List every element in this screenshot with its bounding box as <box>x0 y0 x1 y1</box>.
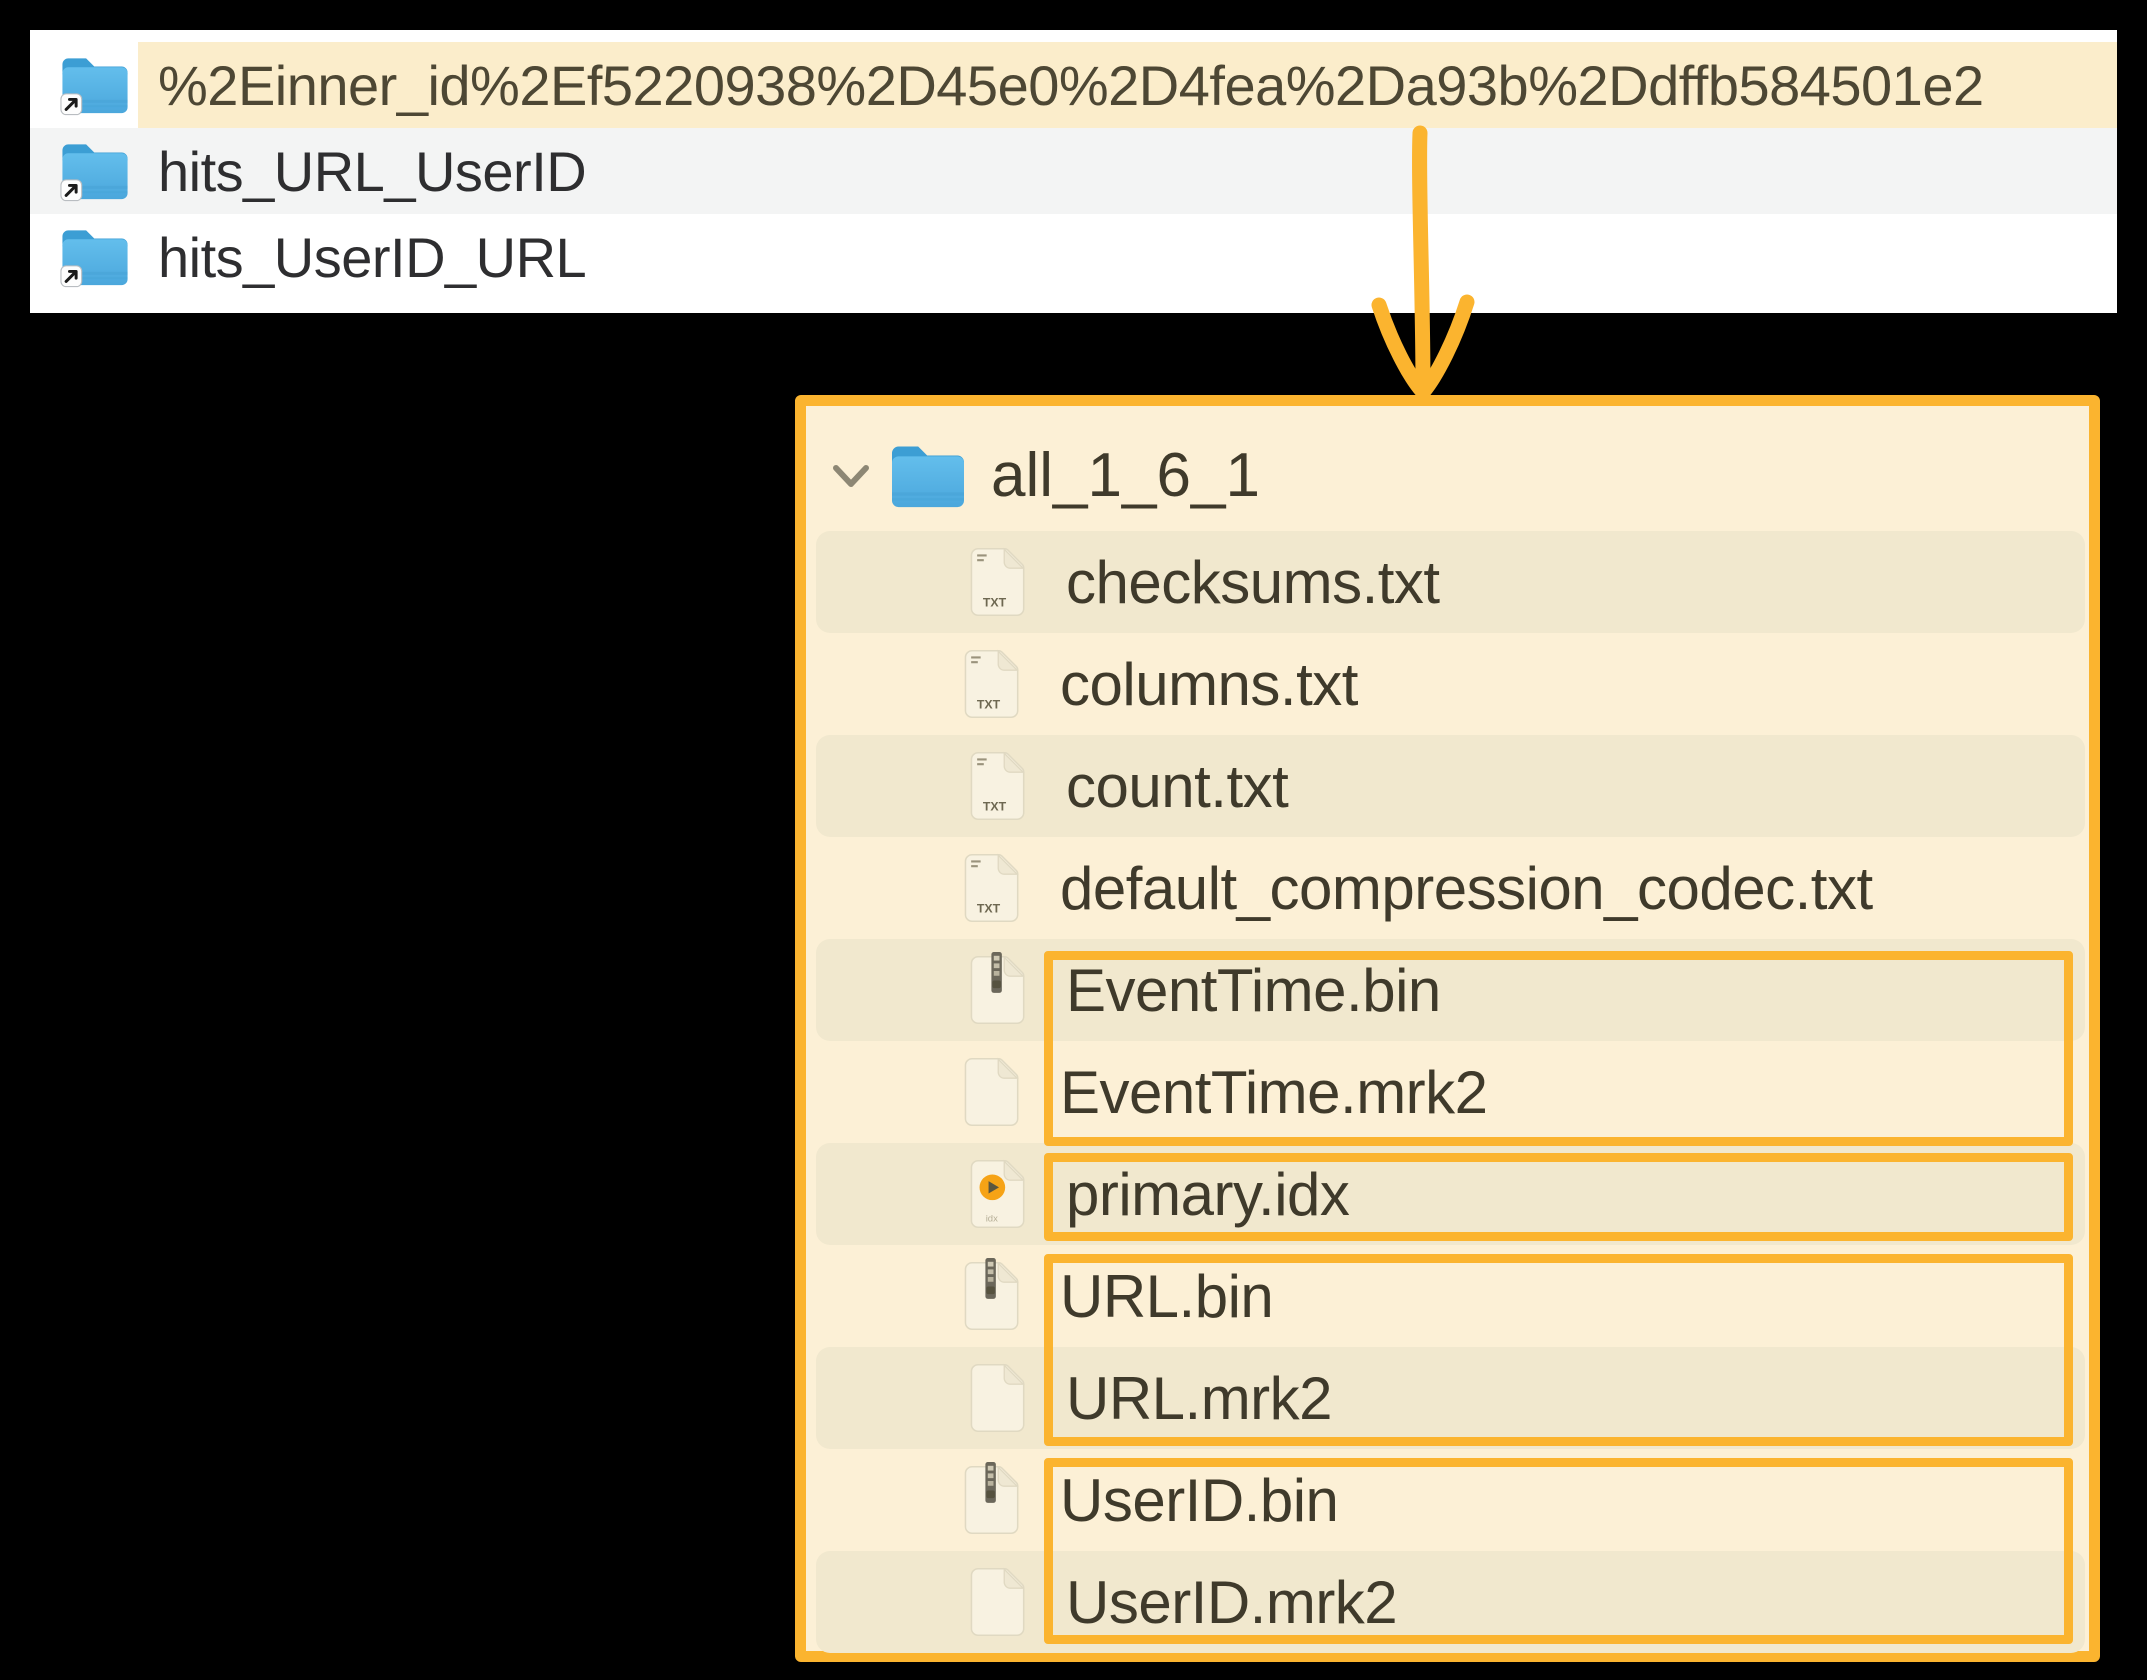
svg-text:TXT: TXT <box>983 800 1007 814</box>
txt-file-icon: TXT <box>956 850 1030 926</box>
txt-file-icon: TXT <box>962 544 1036 620</box>
file-name: EventTime.bin <box>1066 956 1441 1024</box>
file-name: primary.idx <box>1066 1160 1350 1228</box>
folder-name: hits_URL_UserID <box>158 139 587 203</box>
blank-file-icon <box>962 1360 1036 1436</box>
file-row-userid-bin[interactable]: UserID.bin <box>806 1449 2089 1551</box>
file-name: EventTime.mrk2 <box>1060 1058 1488 1126</box>
alias-folder-icon <box>58 224 132 290</box>
folder-row-hits-userid-url[interactable]: hits_UserID_URL <box>30 214 2117 300</box>
finder-folder-list: %2Einner_id%2Ef5220938%2D45e0%2D4fea%2Da… <box>30 30 2117 313</box>
txt-file-icon: TXT <box>956 646 1030 722</box>
file-row-url-mrk2[interactable]: URL.mrk2 <box>816 1347 2085 1449</box>
bin-file-icon <box>956 1462 1030 1538</box>
folder-row-hits-url-userid[interactable]: hits_URL_UserID <box>30 128 2117 214</box>
folder-name: all_1_6_1 <box>991 441 1260 510</box>
svg-text:TXT: TXT <box>977 698 1001 712</box>
selection-highlight <box>138 42 2117 128</box>
file-row-eventtime-bin[interactable]: EventTime.bin <box>816 939 2085 1041</box>
file-name: columns.txt <box>1060 650 1358 718</box>
blank-file-icon <box>962 1564 1036 1640</box>
file-name: UserID.mrk2 <box>1066 1568 1398 1636</box>
alias-folder-icon <box>58 52 132 118</box>
file-name: URL.mrk2 <box>1066 1364 1333 1432</box>
svg-text:TXT: TXT <box>983 596 1007 610</box>
file-row-userid-mrk2[interactable]: UserID.mrk2 <box>816 1551 2085 1653</box>
file-row-checksums[interactable]: TXT checksums.txt <box>816 531 2085 633</box>
folder-icon <box>887 440 969 512</box>
file-row-columns[interactable]: TXT columns.txt <box>806 633 2089 735</box>
folder-row-root[interactable]: all_1_6_1 <box>806 406 2089 531</box>
idx-file-icon: idx <box>962 1156 1036 1232</box>
txt-file-icon: TXT <box>962 748 1036 824</box>
part-contents-panel: all_1_6_1 TXT checksums.txt TXT columns.… <box>795 395 2100 1662</box>
bin-file-icon <box>956 1258 1030 1334</box>
file-name: default_compression_codec.txt <box>1060 854 1873 922</box>
svg-text:TXT: TXT <box>977 902 1001 916</box>
file-row-primary-idx[interactable]: idx primary.idx <box>816 1143 2085 1245</box>
file-row-default-compression-codec[interactable]: TXT default_compression_codec.txt <box>806 837 2089 939</box>
blank-file-icon <box>956 1054 1030 1130</box>
alias-folder-icon <box>58 138 132 204</box>
bin-file-icon <box>962 952 1036 1028</box>
folder-name: %2Einner_id%2Ef5220938%2D45e0%2D4fea%2Da… <box>158 53 1984 117</box>
file-name: checksums.txt <box>1066 548 1440 616</box>
file-name: UserID.bin <box>1060 1466 1339 1534</box>
file-row-count[interactable]: TXT count.txt <box>816 735 2085 837</box>
folder-name: hits_UserID_URL <box>158 225 587 289</box>
file-row-url-bin[interactable]: URL.bin <box>806 1245 2089 1347</box>
file-row-eventtime-mrk2[interactable]: EventTime.mrk2 <box>806 1041 2089 1143</box>
chevron-down-icon[interactable] <box>831 459 871 493</box>
svg-text:idx: idx <box>986 1214 998 1225</box>
folder-row-inner-id[interactable]: %2Einner_id%2Ef5220938%2D45e0%2D4fea%2Da… <box>30 42 2117 128</box>
file-name: count.txt <box>1066 752 1289 820</box>
file-name: URL.bin <box>1060 1262 1274 1330</box>
